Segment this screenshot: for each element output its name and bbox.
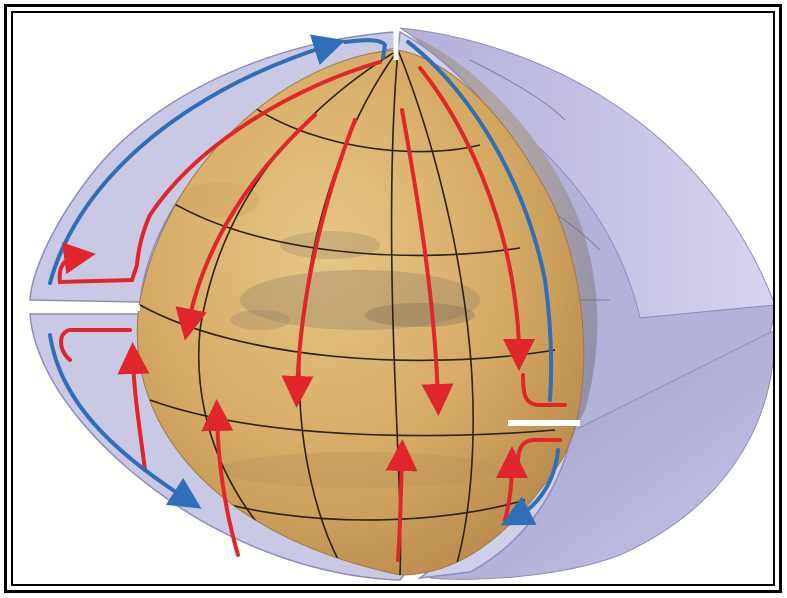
circulation-diagram <box>13 13 773 584</box>
